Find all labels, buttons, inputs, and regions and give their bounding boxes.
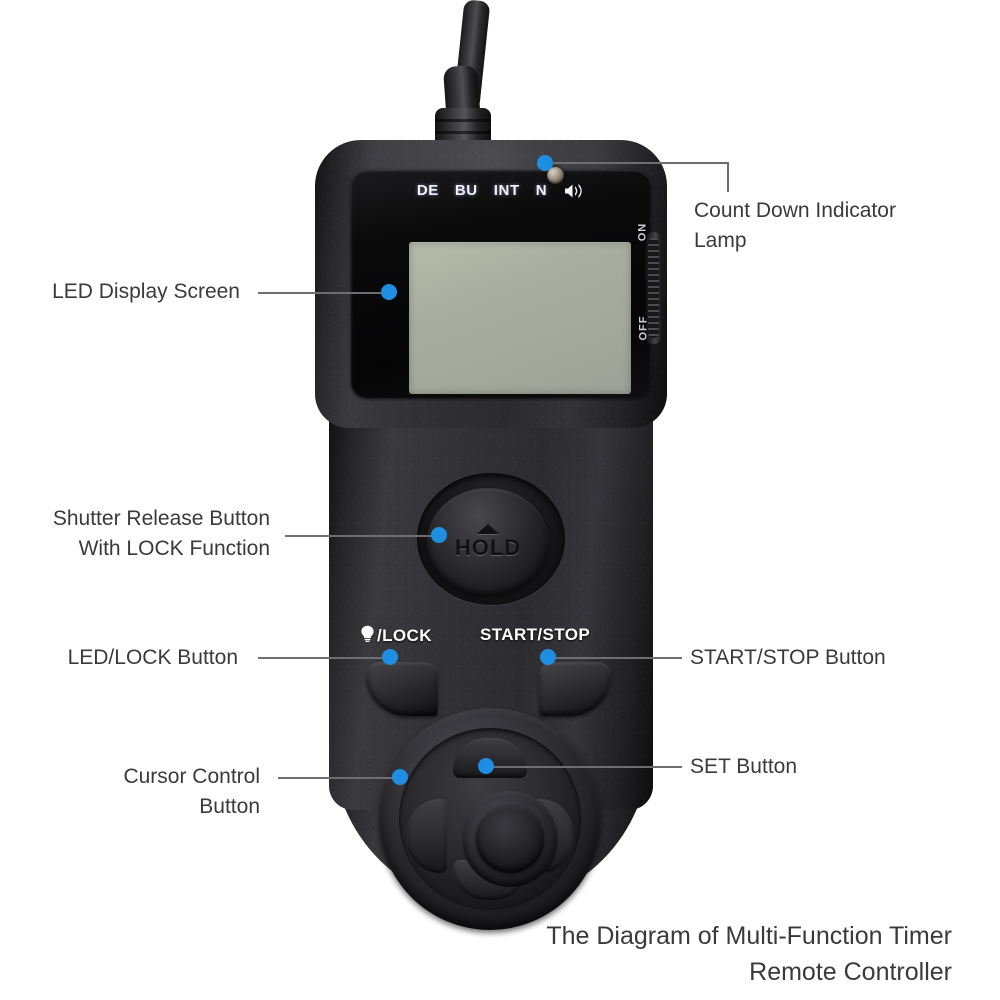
shutter-release-button[interactable]: HOLD: [427, 488, 549, 596]
callout-label-led-display: LED Display Screen: [52, 280, 240, 303]
leader-cursor-control: [278, 777, 400, 779]
callout-dot-led-display: [381, 284, 397, 300]
power-switch-on-label: ON: [636, 222, 649, 242]
callout-dot-count-down-lamp: [537, 155, 553, 171]
leader-count-down-lamp-h: [553, 162, 728, 164]
callout-dot-start-stop-button: [540, 649, 556, 665]
indicator-bu: BU: [454, 182, 478, 199]
set-button[interactable]: [476, 805, 544, 873]
shell-head: DE BU INT N: [315, 140, 667, 428]
callout-label-set-button: SET Button: [690, 755, 798, 778]
set-button-ring: [462, 791, 558, 887]
speaker-icon: [563, 183, 585, 199]
led-lock-label: /LOCK: [377, 626, 432, 645]
callout-dot-set-button: [478, 758, 494, 774]
leader-count-down-lamp-v: [727, 162, 729, 192]
power-switch-off-label: OFF: [637, 315, 650, 341]
callout-label-led-lock-button: LED/LOCK Button: [67, 646, 238, 669]
bulb-icon: [360, 625, 375, 647]
lcd-display-screen: [409, 242, 631, 394]
diagram-caption: The Diagram of Multi-Function Timer Remo…: [546, 922, 952, 986]
device-shell: DE BU INT N: [305, 140, 677, 930]
display-bezel: DE BU INT N: [351, 170, 651, 398]
callout-dot-shutter-release: [431, 527, 447, 543]
indicator-de: DE: [416, 182, 439, 199]
remote-controller-device: DE BU INT N: [305, 0, 677, 930]
leader-start-stop-button: [556, 657, 682, 659]
cursor-pad-inner: [399, 728, 581, 910]
leader-shutter-release: [285, 535, 439, 537]
callout-label-shutter-release: Shutter Release Button With LOCK Functio…: [52, 507, 270, 560]
indicator-row: DE BU INT N: [351, 182, 651, 199]
callout-dot-led-lock-button: [382, 649, 398, 665]
callout-label-start-stop-button: START/STOP Button: [690, 646, 886, 669]
leader-set-button: [494, 766, 682, 768]
cursor-left-button[interactable]: [407, 799, 447, 873]
callout-dot-cursor-control: [392, 769, 408, 785]
leader-led-lock-button: [258, 657, 390, 659]
count-down-indicator-lamp: [547, 167, 564, 184]
hold-label: HOLD: [454, 534, 522, 560]
callout-label-count-down-lamp: Count Down Indicator Lamp: [694, 199, 896, 252]
led-lock-legend: /LOCK: [360, 625, 432, 647]
start-stop-legend: START/STOP: [480, 625, 591, 644]
power-switch[interactable]: [645, 232, 662, 344]
up-arrow-icon: [477, 523, 499, 534]
power-switch-knurl: [648, 238, 659, 338]
leader-led-display: [258, 292, 388, 294]
callout-label-cursor-control: Cursor Control Button: [123, 765, 260, 818]
cursor-control-button[interactable]: [379, 708, 601, 930]
indicator-int: INT: [493, 182, 520, 199]
indicator-n: N: [535, 182, 548, 199]
